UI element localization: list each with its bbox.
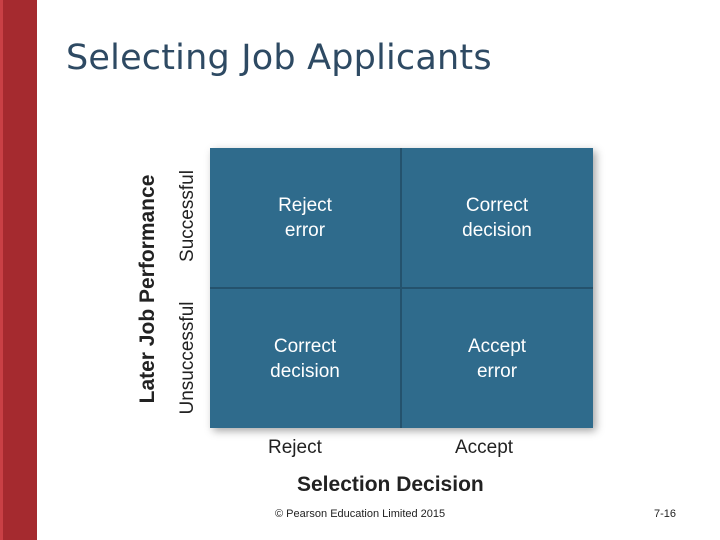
cell-successful-accept: Correct decision	[462, 194, 532, 241]
cell-successful-reject: Reject error	[278, 194, 332, 241]
x-axis-title: Selection Decision	[297, 473, 484, 496]
x-tick-reject: Reject	[268, 437, 322, 458]
y-tick-unsuccessful: Unsuccessful	[177, 301, 198, 415]
left-accent-bar-edge	[0, 0, 3, 540]
page-number: 7-16	[654, 508, 677, 520]
left-accent-bar	[0, 0, 37, 540]
slide-title: Selecting Job Applicants	[66, 38, 492, 78]
decision-matrix: Reject error Correct decision Correct de…	[210, 148, 593, 428]
cell-unsuccessful-reject: Correct decision	[270, 335, 340, 382]
y-tick-successful: Successful	[177, 170, 198, 262]
x-tick-accept: Accept	[455, 437, 514, 458]
matrix-horizontal-divider	[210, 287, 593, 289]
cell-unsuccessful-accept: Accept error	[467, 335, 527, 382]
copyright-footer: © Pearson Education Limited 2015	[275, 508, 446, 520]
y-axis-title: Later Job Performance	[136, 174, 159, 404]
